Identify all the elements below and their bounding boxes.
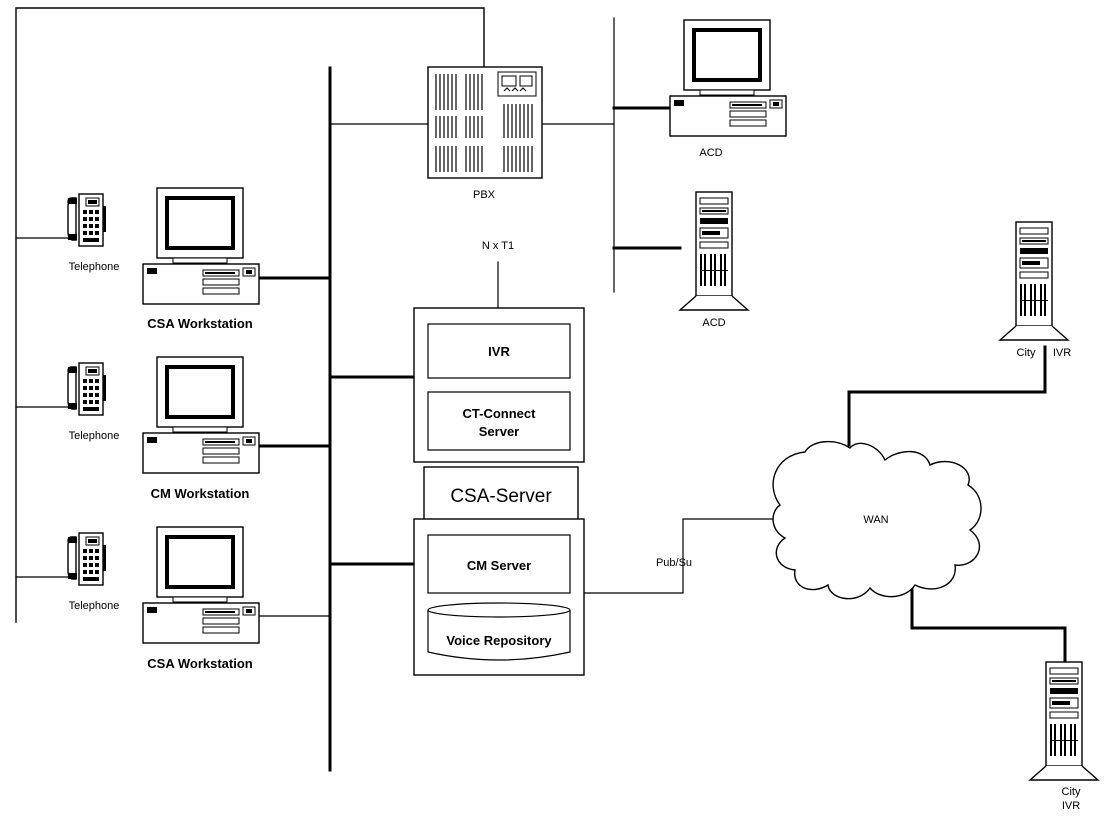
voice-repository-label: Voice Repository: [446, 633, 552, 648]
acd-label: ACD: [702, 317, 725, 329]
city-label: City: [1017, 347, 1036, 359]
tower-server-icon: [679, 191, 749, 311]
ivr-label: IVR: [488, 344, 510, 359]
desktop-computer-icon: [142, 356, 260, 474]
ivr-label: IVR: [1053, 347, 1071, 359]
telephone-icon: [67, 532, 107, 586]
pbx-cabinet-icon: [427, 66, 543, 179]
desktop-computer-icon: [142, 187, 260, 305]
network-links: [15, 7, 1067, 772]
desktop-computer-icon: [669, 19, 787, 137]
wan-cloud-icon: [772, 441, 982, 600]
telephone-icon: [67, 362, 107, 416]
cm-server-box: [413, 518, 585, 676]
ct-connect-label: CT-Connect: [463, 406, 537, 421]
acd-label: ACD: [699, 147, 722, 159]
diagram-labels: Telephone Telephone Telephone CSA Workst…: [69, 147, 1081, 812]
pub-su-label: Pub/Su: [656, 557, 692, 569]
tower-server-icon: [1029, 661, 1099, 781]
tower-server-icon: [999, 221, 1069, 341]
wan-label: WAN: [863, 514, 888, 526]
trunk-label: N x T1: [482, 240, 514, 252]
telephone-icon: [67, 193, 107, 247]
telephone-label: Telephone: [69, 430, 120, 442]
telephone-label: Telephone: [69, 261, 120, 273]
city-label: City: [1062, 786, 1081, 798]
ct-connect-server-label: Server: [479, 424, 519, 439]
telephone-label: Telephone: [69, 600, 120, 612]
pbx-label: PBX: [473, 189, 496, 201]
csa-server-label: CSA-Server: [450, 486, 552, 507]
ivr-label: IVR: [1062, 800, 1080, 812]
cm-workstation-label: CM Workstation: [151, 486, 250, 501]
csa-workstation-label: CSA Workstation: [147, 656, 253, 671]
csa-workstation-label: CSA Workstation: [147, 316, 253, 331]
desktop-computer-icon: [142, 526, 260, 644]
ivr-ct-connect-server: [413, 307, 585, 463]
cm-server-label: CM Server: [467, 558, 531, 573]
